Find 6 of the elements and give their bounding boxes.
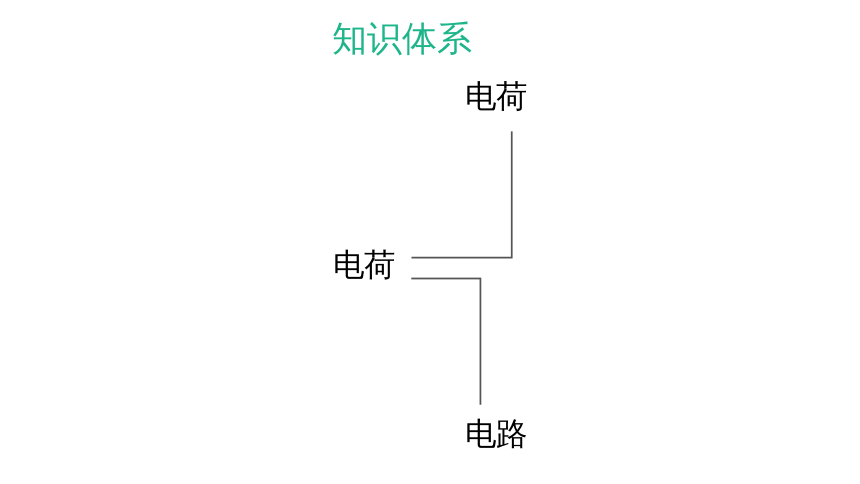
node-text: 电荷 bbox=[332, 248, 395, 284]
connector bbox=[412, 131, 513, 259]
connector bbox=[411, 278, 482, 405]
node-text: 电路 bbox=[465, 416, 528, 452]
diagram-title: 知识体系 bbox=[332, 20, 472, 60]
node-text: 电荷 bbox=[465, 79, 528, 116]
